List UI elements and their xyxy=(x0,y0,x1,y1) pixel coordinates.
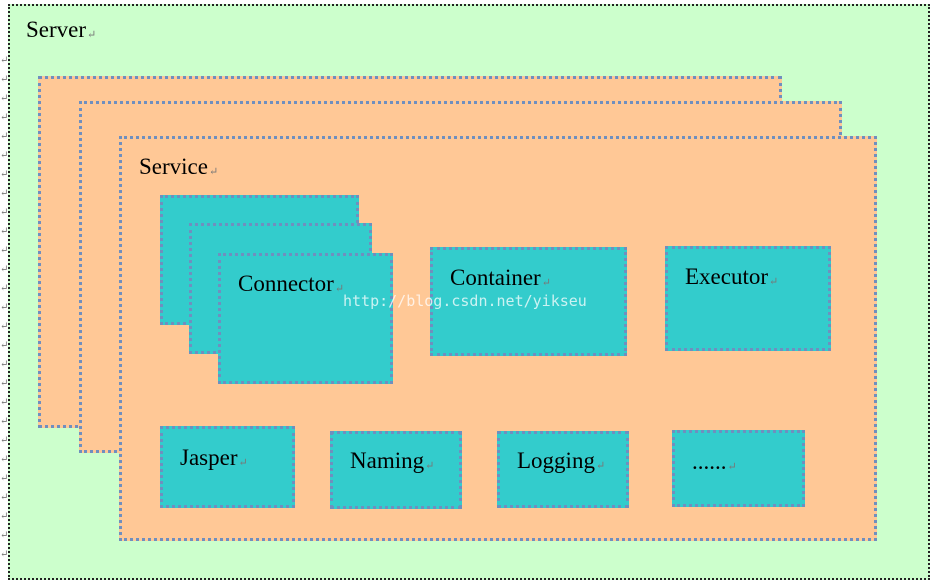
paragraph-mark: ↵ xyxy=(0,150,9,161)
server-label: Server↵ xyxy=(26,17,97,42)
logging-label: Logging↵ xyxy=(517,448,606,473)
connector-box-front xyxy=(218,253,393,384)
jasper-box xyxy=(160,426,295,508)
paragraph-mark: ↵ xyxy=(0,283,9,294)
paragraph-mark: ↵ xyxy=(0,378,9,389)
paragraph-mark: ↵ xyxy=(0,264,9,275)
executor-box xyxy=(665,246,831,351)
paragraph-mark: ↵ xyxy=(0,416,9,427)
paragraph-mark: ↵ xyxy=(0,549,9,560)
paragraph-mark: ↵ xyxy=(0,454,9,465)
naming-label: Naming↵ xyxy=(350,448,435,473)
paragraph-mark: ↵ xyxy=(0,112,9,123)
paragraph-mark: ↵ xyxy=(0,530,9,541)
paragraph-mark: ↵ xyxy=(0,245,9,256)
container-label: Container↵ xyxy=(450,265,551,290)
paragraph-mark: ↵ xyxy=(0,397,9,408)
paragraph-mark: ↵ xyxy=(0,226,9,237)
connector-label: Connector↵ xyxy=(238,271,345,296)
paragraph-mark: ↵ xyxy=(0,169,9,180)
service-label: Service↵ xyxy=(139,154,219,179)
more-components-box xyxy=(672,430,805,507)
executor-label: Executor↵ xyxy=(685,264,779,289)
paragraph-mark: ↵ xyxy=(0,188,9,199)
paragraph-mark: ↵ xyxy=(0,55,9,66)
paragraph-mark: ↵ xyxy=(0,435,9,446)
paragraph-mark: ↵ xyxy=(0,321,9,332)
paragraph-mark: ↵ xyxy=(0,473,9,484)
naming-box xyxy=(330,431,462,509)
paragraph-mark: ↵ xyxy=(0,511,9,522)
paragraph-mark: ↵ xyxy=(0,131,9,142)
paragraph-mark: ↵ xyxy=(0,492,9,503)
jasper-label: Jasper↵ xyxy=(180,445,248,470)
paragraph-mark: ↵ xyxy=(0,340,9,351)
watermark: http://blog.csdn.net/yikseu xyxy=(343,292,587,310)
paragraph-mark: ↵ xyxy=(0,302,9,313)
paragraph-mark: ↵ xyxy=(0,93,9,104)
container-box xyxy=(430,247,627,356)
paragraph-mark: ↵ xyxy=(0,207,9,218)
logging-box xyxy=(497,431,629,508)
paragraph-mark: ↵ xyxy=(0,74,9,85)
paragraph-mark: ↵ xyxy=(0,359,9,370)
more-components-label: ......↵ xyxy=(692,449,737,474)
